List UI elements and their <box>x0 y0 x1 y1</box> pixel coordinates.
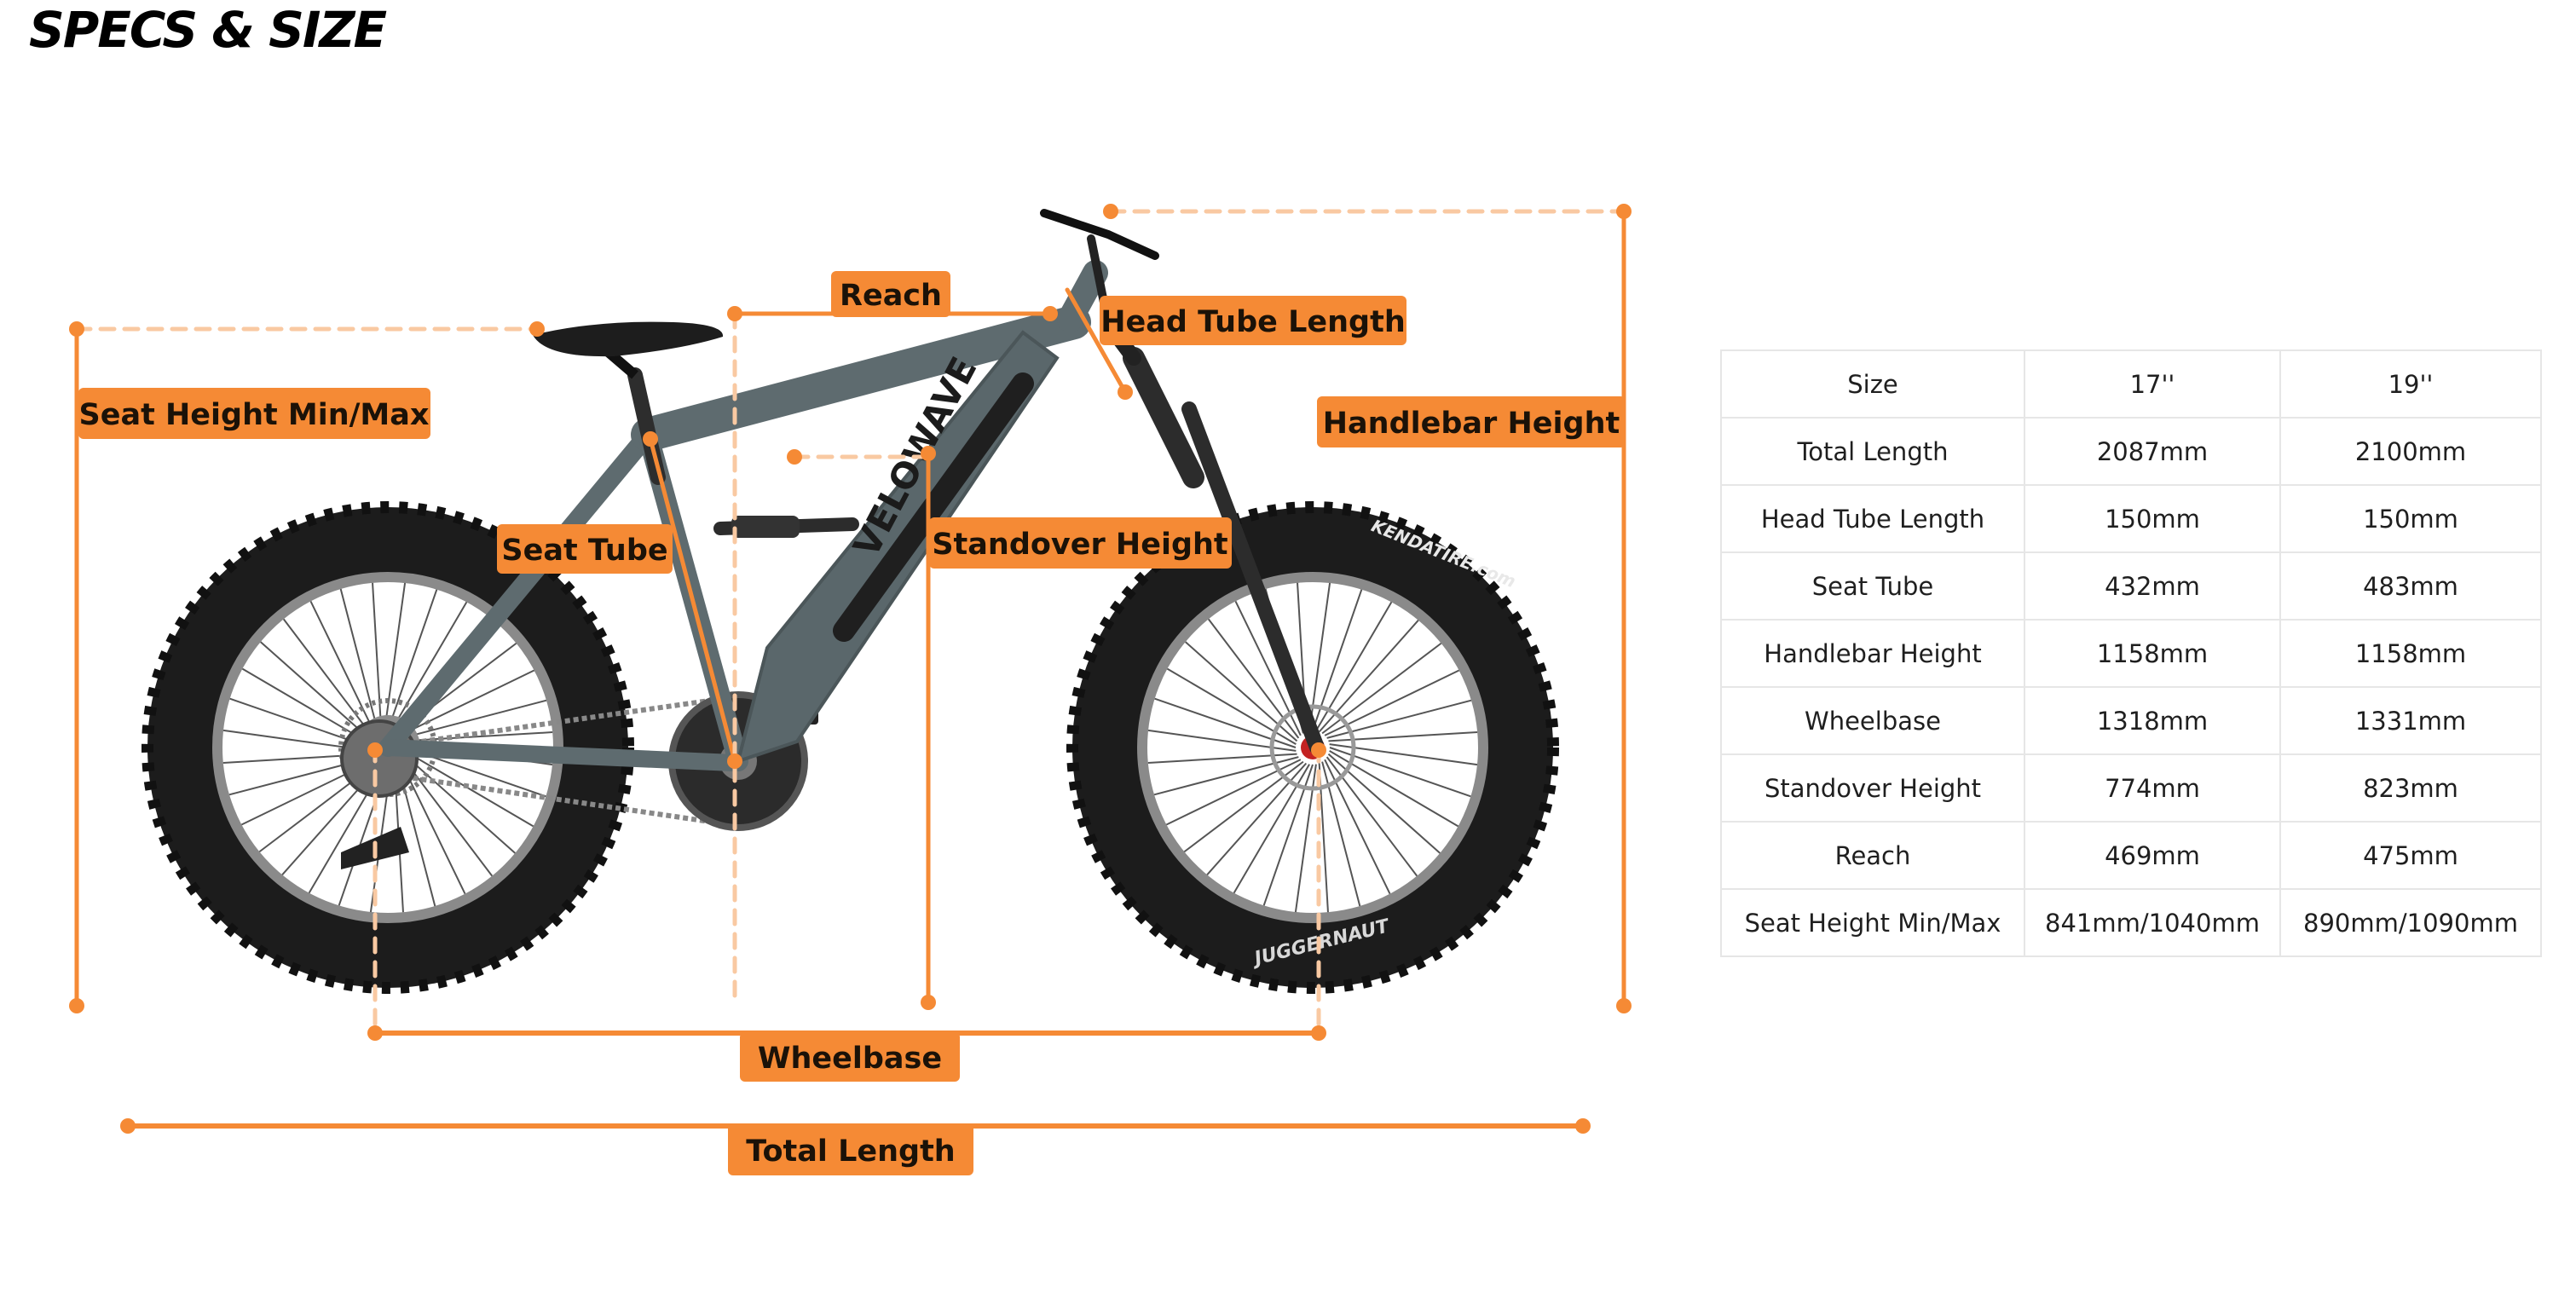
header-cell-size: Size <box>1720 349 2025 419</box>
wheel-spoke <box>339 588 379 734</box>
svg-text:Wheelbase: Wheelbase <box>758 1042 942 1076</box>
svg-text:Standover Height: Standover Height <box>932 528 1227 562</box>
spec-name-cell: Seat Height Min/Max <box>1720 888 2025 957</box>
spec-name-cell: Handlebar Height <box>1720 619 2025 688</box>
label-standover-height: Standover Height <box>929 517 1232 569</box>
wheel-spoke <box>372 582 383 732</box>
spec-value-cell: 475mm <box>2279 821 2542 890</box>
svg-text:Seat Tube: Seat Tube <box>501 534 667 568</box>
svg-text:Reach: Reach <box>840 279 942 313</box>
spec-value-cell: 890mm/1090mm <box>2279 888 2542 957</box>
label-seat-tube: Seat Tube <box>497 524 673 574</box>
wheel-spoke <box>390 601 468 731</box>
spec-value-cell: 150mm <box>2279 484 2542 553</box>
spec-value-cell: 432mm <box>2024 551 2281 621</box>
wheel-spoke <box>403 731 553 742</box>
table-header-row: Size 17'' 19'' <box>1720 349 2542 419</box>
wheel-spoke <box>404 750 534 828</box>
spec-value-cell: 1158mm <box>2024 619 2281 688</box>
spec-name-cell: Total Length <box>1720 417 2025 486</box>
spec-name-cell: Reach <box>1720 821 2025 890</box>
saddle <box>533 321 724 379</box>
label-wheelbase: Wheelbase <box>740 1032 960 1082</box>
page-title: SPECS & SIZE <box>29 1 387 59</box>
svg-text:Handlebar Height: Handlebar Height <box>1323 407 1620 441</box>
spec-value-cell: 823mm <box>2279 753 2542 823</box>
label-reach: Reach <box>831 271 950 317</box>
spec-name-cell: Wheelbase <box>1720 686 2025 755</box>
spec-name-cell: Seat Tube <box>1720 551 2025 621</box>
spec-value-cell: 1158mm <box>2279 619 2542 688</box>
svg-text:Seat Height Min/Max: Seat Height Min/Max <box>79 398 430 432</box>
spec-value-cell: 841mm/1040mm <box>2024 888 2281 957</box>
spec-value-cell: 1331mm <box>2279 686 2542 755</box>
wheel-spoke <box>260 641 373 742</box>
wheel-spoke <box>241 667 372 745</box>
label-total-length: Total Length <box>728 1124 973 1175</box>
spec-name-cell: Head Tube Length <box>1720 484 2025 553</box>
wheel-spoke <box>387 589 438 731</box>
wheel-spoke <box>399 669 535 736</box>
header-cell-19: 19'' <box>2279 349 2542 419</box>
wheel-spoke <box>401 699 547 739</box>
spec-value-cell: 2087mm <box>2024 417 2281 486</box>
bike-illustration: KENDATIRE.com JUGGERNAUT <box>142 209 1559 994</box>
spec-value-cell: 483mm <box>2279 551 2542 621</box>
wheel-spoke <box>309 600 377 736</box>
spec-value-cell: 469mm <box>2024 821 2281 890</box>
spec-value-cell: 2100mm <box>2279 417 2542 486</box>
wheel-spoke <box>384 582 407 731</box>
label-handlebar-height: Handlebar Height <box>1317 396 1626 447</box>
spec-name-cell: Standover Height <box>1720 753 2025 823</box>
label-head-tube-length: Head Tube Length <box>1100 296 1406 345</box>
dimension-endpoints <box>69 204 1632 1134</box>
label-seat-height: Seat Height Min/Max <box>78 388 430 439</box>
dimension-labels: Reach Head Tube Length Seat Height Min/M… <box>78 271 1626 1175</box>
bike-geometry-diagram: KENDATIRE.com JUGGERNAUT <box>69 204 1632 1175</box>
svg-text:Total Length: Total Length <box>746 1134 955 1169</box>
wheel-spoke <box>282 618 375 739</box>
spec-value-cell: 1318mm <box>2024 686 2281 755</box>
spec-value-cell: 774mm <box>2024 753 2281 823</box>
wheel-spoke <box>402 753 516 854</box>
spec-value-cell: 150mm <box>2024 484 2281 553</box>
svg-text:Head Tube Length: Head Tube Length <box>1100 305 1405 339</box>
frame <box>378 209 1325 771</box>
header-cell-17: 17'' <box>2024 349 2281 419</box>
